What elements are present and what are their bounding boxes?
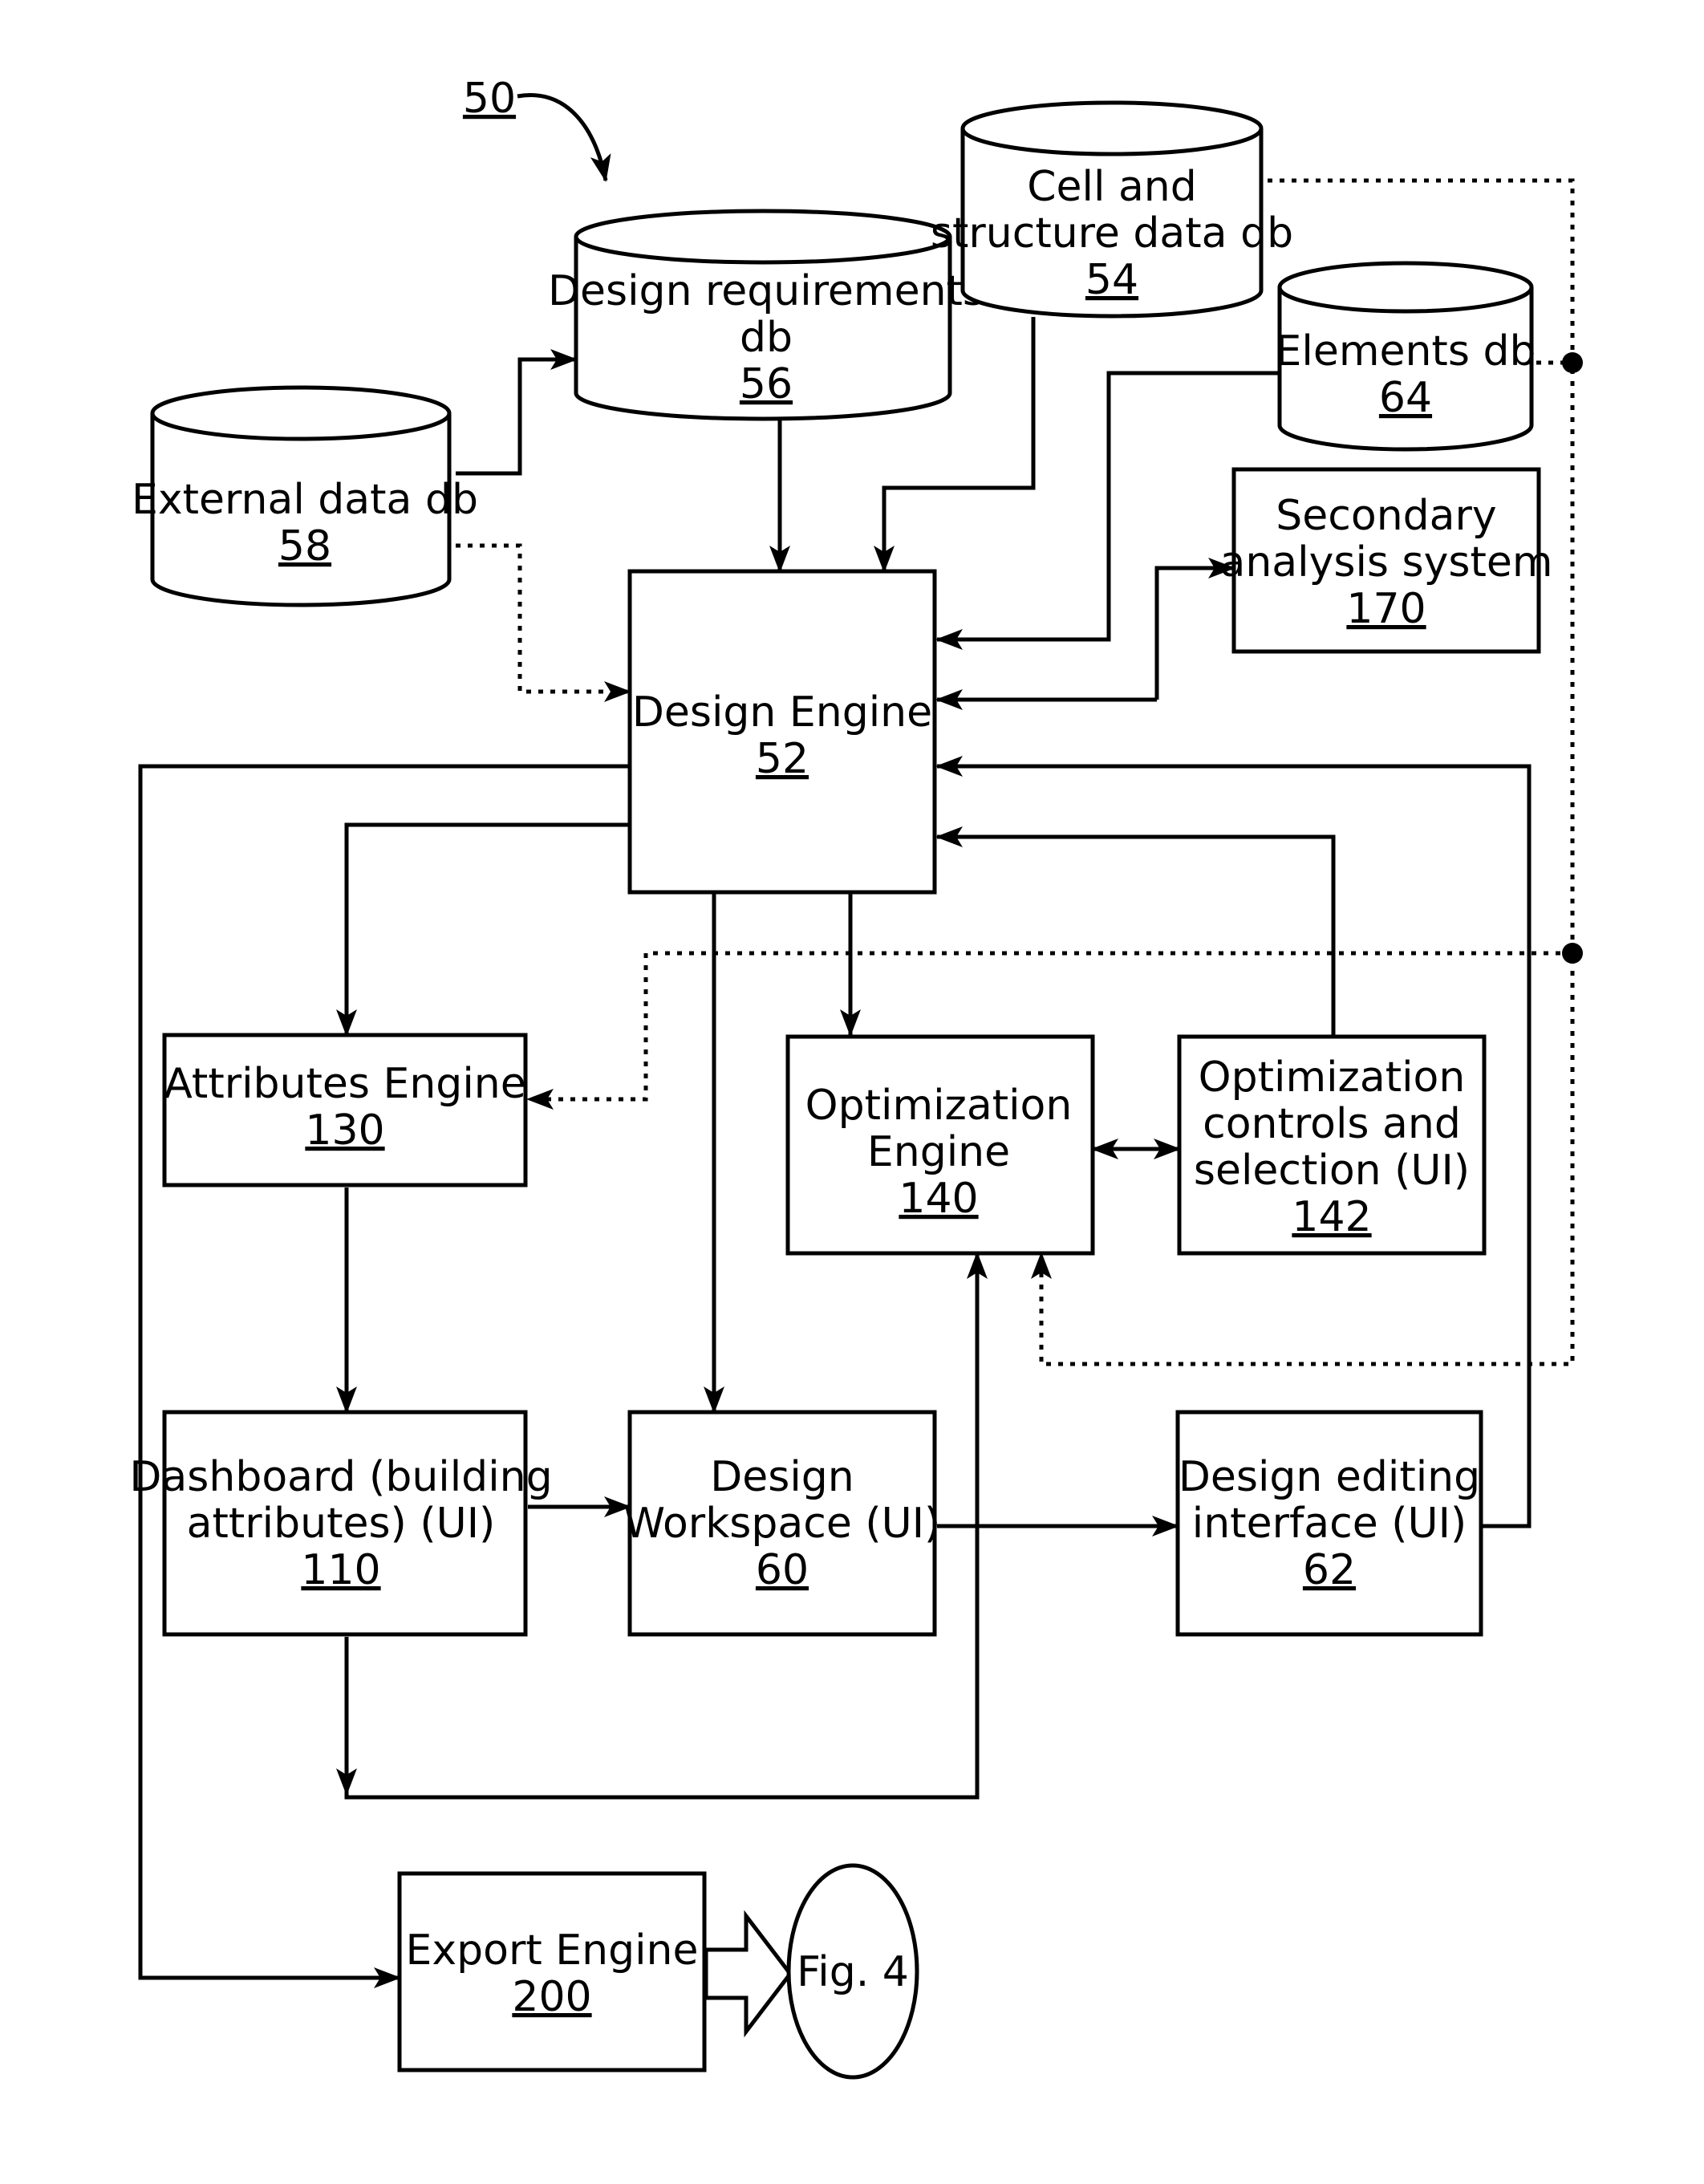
design-requirements-db: Design requirements db 56 [548,211,984,419]
optimization-controls: Optimization controls and selection (UI)… [1179,1037,1484,1253]
node-ref: 170 [1346,585,1426,633]
node-ref: 200 [512,1973,591,2021]
design-workspace: Design Workspace (UI) 60 [624,1412,941,1634]
node-label: External data db [132,476,478,524]
node-label: Secondary [1276,492,1496,540]
node-label: interface (UI) [1192,1500,1467,1548]
node-label: Attributes Engine [164,1060,525,1108]
node-label: analysis system [1219,538,1552,587]
optimization-engine: Optimization Engine 140 [788,1037,1093,1253]
design-engine: Design Engine 52 [630,571,935,892]
node-label: Optimization [805,1082,1073,1130]
edge-design-engine-to-attributes [347,825,630,1035]
dashboard: Dashboard (building attributes) (UI) 110 [129,1412,552,1634]
node-label: selection (UI) [1194,1147,1470,1195]
node-ref: 58 [278,522,331,570]
node-ref: 64 [1379,374,1432,422]
node-ref: 142 [1292,1193,1371,1241]
node-label: Design [710,1453,854,1501]
node-label: Cell and [1027,163,1197,211]
export-engine: Export Engine 200 [400,1873,704,2070]
edge-external-to-requirements [456,359,576,473]
node-label: Elements db [1276,327,1536,376]
node-ref: 140 [899,1175,978,1223]
figure-reference: 50 [463,75,606,181]
design-editing-interface: Design editing interface (UI) 62 [1178,1412,1481,1634]
node-label: Design editing [1179,1453,1480,1501]
node-ref: 130 [305,1106,384,1155]
node-label: Fig. 4 [797,1948,909,1996]
node-label: attributes) (UI) [187,1500,496,1548]
cell-structure-db: Cell and structure data db 54 [931,103,1293,316]
elements-db: Elements db 64 [1276,263,1536,449]
figure-number: 50 [463,75,516,123]
node-label: Design Engine [632,688,932,737]
node-label: db [740,314,793,362]
node-label: Engine [867,1128,1010,1176]
node-label: controls and [1203,1100,1461,1148]
attributes-engine: Attributes Engine 130 [164,1035,525,1185]
edge-external-to-design-engine [456,546,630,692]
edge-elements-to-design-engine [937,373,1284,639]
external-data-db: External data db 58 [132,388,478,605]
block-arrow-to-fig4 [706,1916,790,2032]
node-ref: 110 [301,1546,380,1594]
node-label: Optimization [1199,1053,1466,1102]
secondary-analysis-system: Secondary analysis system 170 [1219,469,1552,652]
fig4-connector: Fig. 4 [789,1865,917,2077]
node-ref: 52 [756,735,809,783]
node-ref: 56 [740,360,793,408]
node-label: Workspace (UI) [624,1500,941,1548]
node-ref: 54 [1085,256,1138,304]
figure-pointer-arrow [517,95,606,181]
node-label: structure data db [931,209,1293,258]
node-ref: 62 [1303,1546,1356,1594]
edge-controls-to-design-engine [937,837,1333,1037]
node-ref: 60 [756,1546,809,1594]
edge-to-secondary-analysis [1157,568,1234,700]
junction-dot-lower [1562,943,1583,964]
node-label: Design requirements [548,267,984,315]
junction-dot-upper [1562,352,1583,373]
node-label: Export Engine [406,1926,699,1975]
node-label: Dashboard (building [129,1453,552,1501]
